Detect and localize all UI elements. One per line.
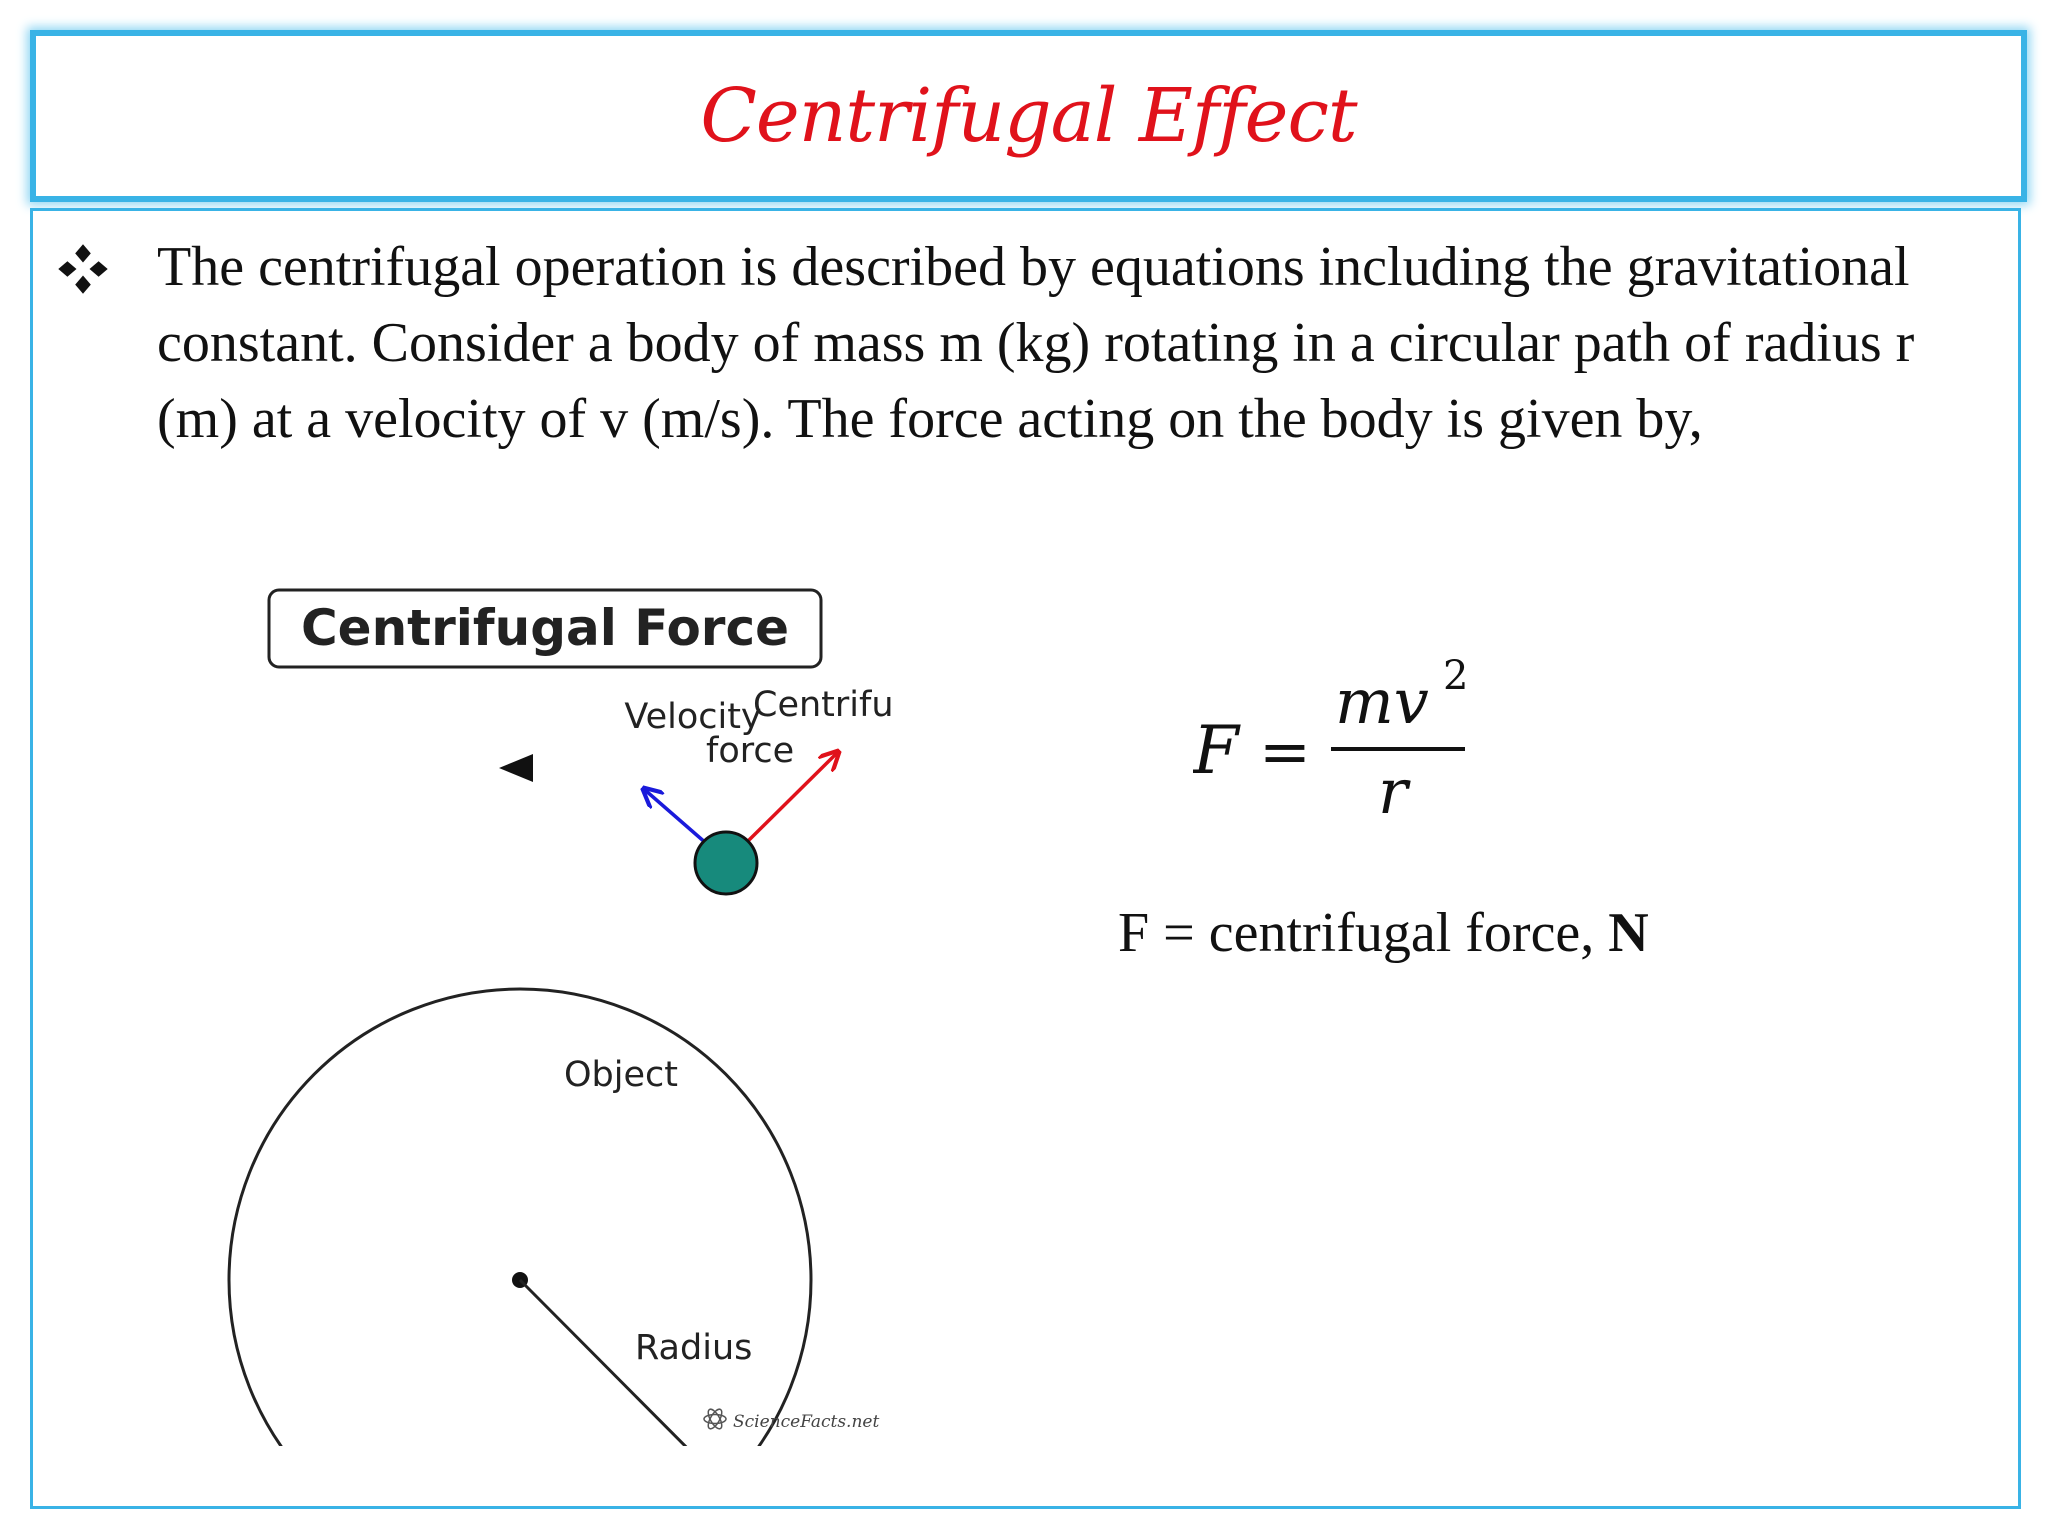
centrifugal-label-line2: force bbox=[706, 731, 794, 771]
bullet-text: The centrifugal operation is described b… bbox=[157, 236, 1915, 450]
velocity-label: Velocity bbox=[624, 697, 761, 737]
four-diamond-bullet-icon bbox=[58, 244, 108, 294]
object-ball bbox=[693, 830, 759, 896]
formula-equals: = bbox=[1259, 715, 1311, 788]
sciencefacts-watermark: ScienceFacts.net bbox=[733, 1412, 879, 1432]
force-definition: F = centrifugal force, N bbox=[1118, 901, 1649, 965]
formula-exponent: 2 bbox=[1443, 653, 1468, 699]
formula-lhs: F bbox=[1193, 712, 1241, 789]
title-banner: Centrifugal Effect bbox=[30, 30, 2027, 202]
formula-numerator: mv bbox=[1335, 665, 1429, 738]
centrifugal-force-arrow bbox=[744, 753, 837, 845]
radius-label: Radius bbox=[635, 1328, 752, 1368]
velocity-arrow bbox=[645, 790, 709, 846]
definition-unit: N bbox=[1608, 902, 1649, 964]
sciencefacts-logo-icon: ScienceFacts.net bbox=[703, 1408, 879, 1432]
diagram-heading-box bbox=[267, 588, 823, 669]
object-label: Object bbox=[564, 1055, 678, 1095]
diagram-heading: Centrifugal Force bbox=[301, 599, 789, 657]
content-panel: The centrifugal operation is described b… bbox=[30, 208, 2021, 1509]
definition-text: F = centrifugal force, bbox=[1118, 902, 1609, 964]
orbit-circle bbox=[227, 987, 813, 1446]
bullet-item: The centrifugal operation is described b… bbox=[57, 229, 1977, 457]
orbit-direction-arrow bbox=[499, 754, 533, 782]
radius-line bbox=[518, 1278, 688, 1446]
slide-title: Centrifugal Effect bbox=[700, 73, 1357, 159]
centrifugal-label-line1: Centrifugal bbox=[753, 685, 893, 725]
formula-denominator: r bbox=[1378, 755, 1411, 828]
centrifugal-force-formula: F = mv 2 r bbox=[1193, 653, 1468, 828]
centrifugal-force-diagram: Centrifugal Force Radius Velocity Centri… bbox=[227, 588, 893, 1446]
